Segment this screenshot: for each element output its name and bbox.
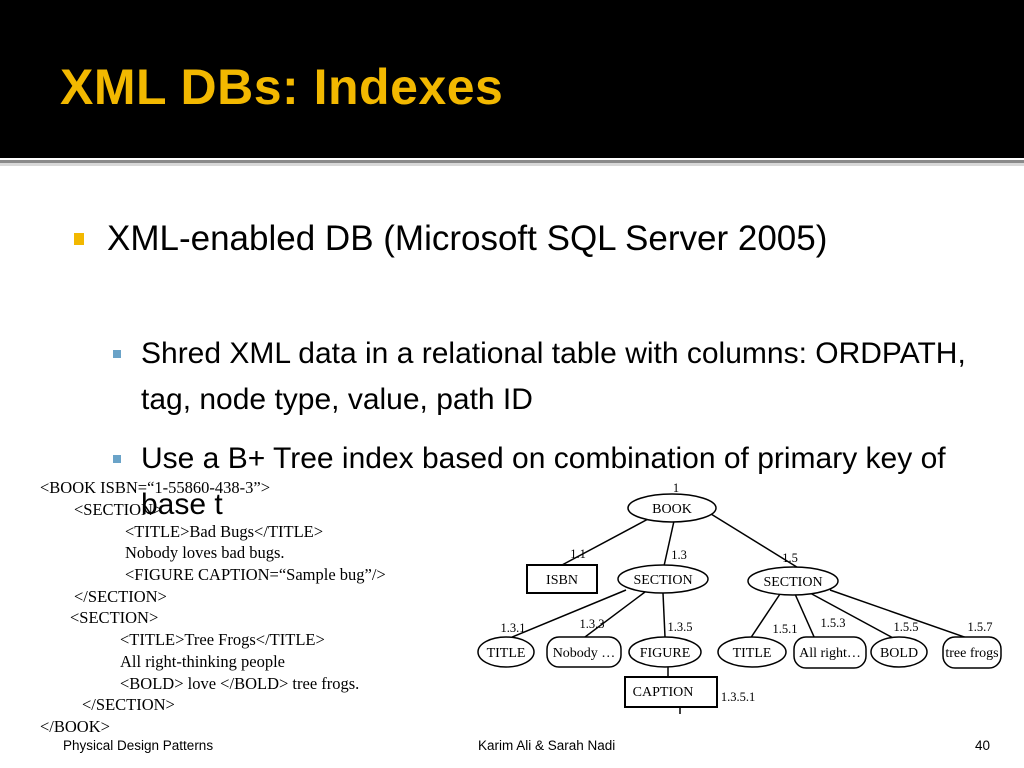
tree-node-label: SECTION (633, 573, 692, 588)
ordpath-label: 1 (673, 481, 679, 495)
tree-node-label: FIGURE (640, 646, 691, 661)
tree-node (942, 636, 1002, 669)
tree-node-label: ISBN (546, 573, 578, 588)
tree-node (627, 493, 717, 523)
tree-node (526, 564, 598, 594)
ordpath-label: 1.5.7 (968, 620, 993, 634)
tree-node-label: TITLE (733, 646, 772, 661)
tree-node (624, 676, 718, 708)
xml-line: <SECTION> (74, 500, 163, 519)
xml-line: All right-thinking people (120, 652, 285, 671)
occluder (478, 498, 496, 528)
tree-node (628, 636, 702, 668)
sub-bullet-square-icon (113, 350, 121, 358)
xml-line: <SECTION> (70, 608, 159, 627)
tree-node-label: tree frogs (945, 646, 998, 661)
bullet-level1: XML-enabled DB (Microsoft SQL Server 200… (107, 219, 828, 258)
xml-line: <BOOK ISBN=“1-55860-438-3”> (40, 478, 271, 497)
bullet-square-icon (74, 233, 84, 245)
tree-node-label: BOLD (880, 646, 918, 661)
tree-node (617, 564, 709, 594)
xml-line: </SECTION> (74, 587, 167, 606)
xml-line: Nobody loves bad bugs. (125, 543, 285, 562)
page-number: 40 (975, 738, 991, 753)
tree-node-label: Nobody … (553, 646, 616, 661)
footer-course: Physical Design Patterns (63, 738, 214, 753)
tree-node-label: SECTION (763, 575, 822, 590)
tree-node (717, 636, 787, 668)
tree-node (546, 636, 622, 668)
tree-node (747, 566, 839, 596)
xml-line: <TITLE>Bad Bugs</TITLE> (125, 522, 324, 541)
footer-authors: Karim Ali & Sarah Nadi (478, 738, 616, 753)
tree-node-label: All right… (799, 646, 861, 661)
tree-node-label: BOOK (652, 502, 692, 517)
tree-node (870, 636, 928, 668)
tree-node (793, 636, 867, 669)
sub-bullet-btree: Use a B+ Tree index based on combination… (141, 442, 946, 521)
tree-node (477, 636, 535, 668)
title-divider (0, 158, 1024, 166)
ordpath-label: 1.3.5.1 (721, 690, 755, 704)
tree-node-label: TITLE (487, 646, 526, 661)
sub-bullet-square-icon (113, 455, 121, 463)
ordpath-label: 1.1 (570, 547, 586, 561)
ordpath-tree-diagram: BOOK 1 ISBN 1.1 SECTION 1.3 SECTION 1.5 … (477, 481, 1002, 714)
xml-line: <TITLE>Tree Frogs</TITLE> (120, 630, 325, 649)
sub-bullet-shred: Shred XML data in a relational table wit… (141, 337, 966, 416)
xml-line: <FIGURE CAPTION=“Sample bug”/> (125, 565, 386, 584)
ordpath-label: 1.5 (782, 551, 798, 565)
xml-line: <BOLD> love </BOLD> tree frogs. (120, 674, 360, 693)
ordpath-label: 1.3 (671, 548, 687, 562)
ordpath-label: 1.3.3 (580, 617, 605, 631)
ordpath-label: 1.3.5 (668, 620, 693, 634)
ordpath-label: 1.3.1 (501, 621, 526, 635)
xml-line: </SECTION> (82, 695, 175, 714)
title-bar: XML DBs: Indexes (0, 0, 1024, 158)
slide-title: XML DBs: Indexes (60, 59, 504, 115)
ordpath-label: 1.5.1 (773, 622, 798, 636)
ordpath-label: 1.5.5 (894, 620, 919, 634)
tree-node-label: CAPTION (633, 685, 694, 700)
xml-line: </BOOK> (40, 717, 110, 736)
ordpath-label: 1.5.3 (821, 616, 846, 630)
